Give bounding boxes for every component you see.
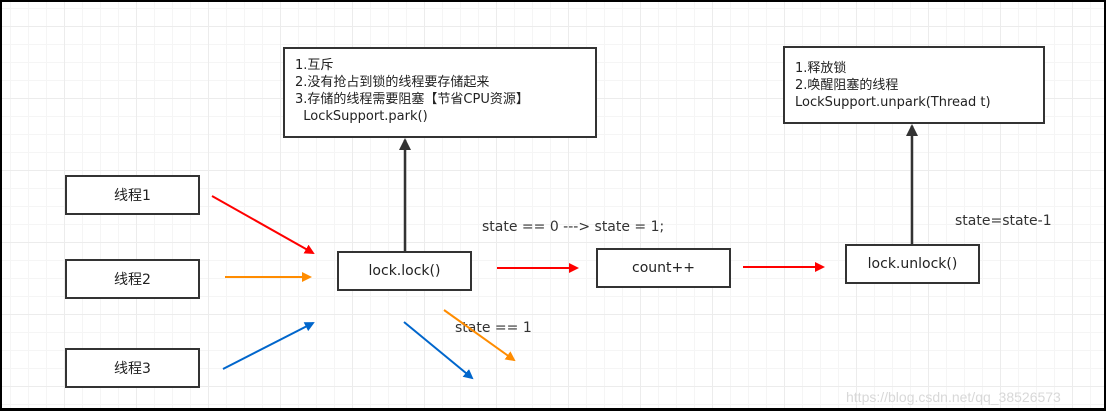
arrow-thread3-to-lock: [222, 322, 315, 370]
unlock-note: 1.释放锁 2.唤醒阻塞的线程 LockSupport.unpark(Threa…: [783, 46, 1045, 124]
lock-note: 1.互斥 2.没有抢占到锁的线程要存储起来 3.存储的线程需要阻塞【节省CPU资…: [283, 47, 597, 138]
arrow-thread1-to-lock: [211, 195, 315, 254]
acquire-label: state == 0 ---> state = 1;: [482, 219, 665, 235]
lock-note-line-4: LockSupport.park(): [295, 109, 428, 124]
arrow-blocked-blue: [403, 321, 474, 380]
unlock-label: lock.unlock(): [867, 256, 958, 272]
thread-1-node: 线程1: [65, 175, 200, 215]
unlock-note-line-1: 1.释放锁: [795, 61, 847, 76]
arrow-blocked-orange: [443, 309, 516, 362]
lock-node: lock.lock(): [337, 251, 472, 291]
lock-label: lock.lock(): [368, 263, 441, 279]
watermark: https://blog.csdn.net/qq_38526573: [846, 389, 1061, 405]
count-node: count++: [596, 248, 731, 288]
lock-note-line-1: 1.互斥: [295, 58, 334, 73]
thread-2-node: 线程2: [65, 259, 200, 299]
thread-3-label: 线程3: [114, 361, 151, 377]
thread-3-node: 线程3: [65, 348, 200, 388]
lock-note-line-2: 2.没有抢占到锁的线程要存储起来: [295, 75, 490, 90]
thread-2-label: 线程2: [114, 272, 151, 288]
unlock-note-line-3: LockSupport.unpark(Thread t): [795, 95, 991, 110]
lock-note-line-3: 3.存储的线程需要阻塞【节省CPU资源】: [295, 92, 529, 107]
thread-1-label: 线程1: [114, 188, 151, 204]
release-label: state=state-1: [955, 213, 1052, 229]
unlock-node: lock.unlock(): [845, 244, 980, 284]
unlock-note-line-2: 2.唤醒阻塞的线程: [795, 78, 899, 93]
count-label: count++: [632, 260, 695, 276]
